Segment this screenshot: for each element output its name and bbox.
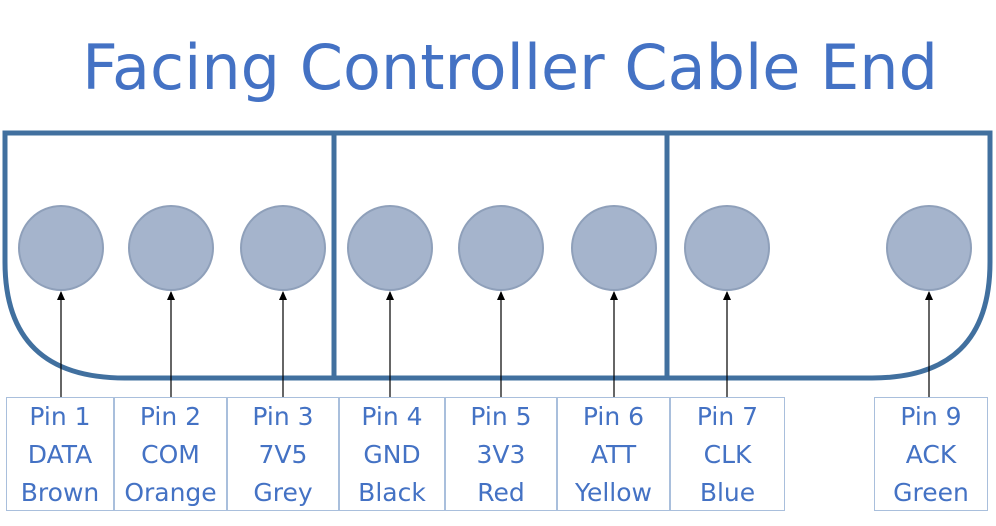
pin-number-label: Pin 1: [29, 402, 91, 431]
pin-label-box: Pin 6 ATT Yellow: [557, 397, 670, 511]
pin-arrowhead: [723, 291, 731, 300]
wire-color-label: Brown: [20, 478, 100, 507]
pin-circle: [18, 205, 104, 291]
pin-signal-label: COM: [141, 440, 200, 469]
pin-number-label: Pin 2: [139, 402, 202, 431]
wire-color-label: Orange: [124, 478, 217, 507]
pin-label-box: Pin 1 DATA Brown: [6, 397, 114, 511]
pin-arrowhead: [57, 291, 65, 300]
pin-label-box: Pin 2 COM Orange: [114, 397, 227, 511]
pin-number-label: Pin 3: [252, 402, 314, 431]
pin-signal-label: ATT: [590, 440, 637, 469]
pin-circle: [347, 205, 433, 291]
pin-circle: [571, 205, 657, 291]
pin-circle: [128, 205, 214, 291]
pin-label-box: Pin 7 CLK Blue: [670, 397, 785, 511]
pin-signal-label: ACK: [905, 440, 957, 469]
wire-color-label: Yellow: [575, 478, 652, 507]
pin-signal-label: 3V3: [476, 440, 526, 469]
pin-number-label: Pin 5: [470, 402, 532, 431]
pin-arrowhead: [610, 291, 618, 300]
pin-signal-label: CLK: [703, 440, 752, 469]
pin-number-label: Pin 7: [696, 402, 759, 431]
pin-signal-label: GND: [363, 440, 421, 469]
pin-arrowhead: [386, 291, 394, 300]
pin-circle: [684, 205, 770, 291]
pin-arrowhead: [925, 291, 933, 300]
pin-signal-label: DATA: [27, 440, 93, 469]
connector-outline: [2, 130, 993, 381]
wire-color-label: Red: [477, 478, 525, 507]
wire-color-label: Blue: [699, 478, 756, 507]
pin-circle: [458, 205, 544, 291]
diagram-title: Facing Controller Cable End: [82, 31, 938, 104]
pin-circle: [240, 205, 326, 291]
pin-arrowhead: [279, 291, 287, 300]
pin-label-box: Pin 4 GND Black: [339, 397, 445, 511]
pin-circle: [886, 205, 972, 291]
pin-arrowhead: [497, 291, 505, 300]
pin-number-label: Pin 6: [582, 402, 645, 431]
pin-number-label: Pin 9: [900, 402, 962, 431]
pin-arrowhead: [167, 291, 175, 300]
wire-color-label: Grey: [253, 478, 313, 507]
wire-color-label: Black: [358, 478, 426, 507]
pin-number-label: Pin 4: [361, 402, 423, 431]
pin-label-box: Pin 9 ACK Green: [874, 397, 988, 511]
wire-color-label: Green: [893, 478, 969, 507]
pin-signal-label: 7V5: [258, 440, 308, 469]
